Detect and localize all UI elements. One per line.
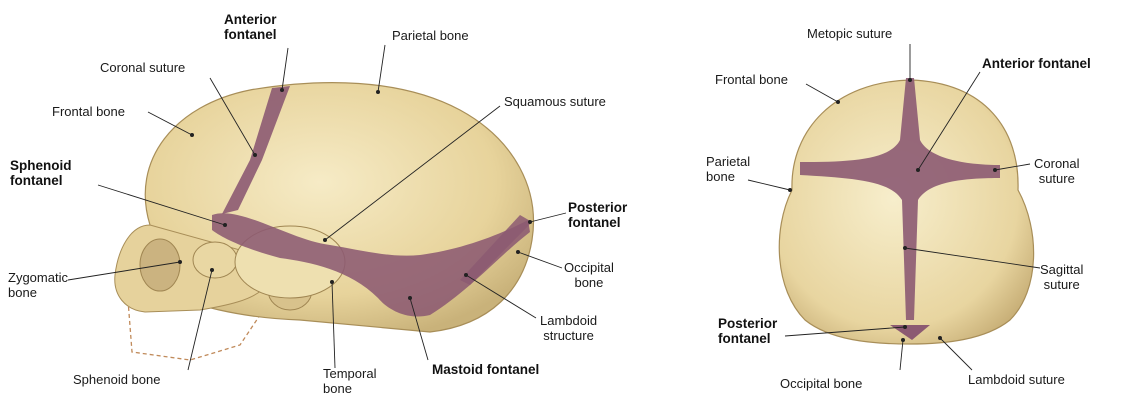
label-lambdoid-suture: Lambdoid suture [968, 372, 1065, 387]
label-sphenoid-fontanel: Sphenoid fontanel [10, 158, 72, 188]
label-parietal-bone-top: Parietal bone [706, 154, 750, 184]
label-squamous-suture: Squamous suture [504, 94, 606, 109]
label-anterior-fontanel-side: Anterior fontanel [224, 12, 277, 42]
label-anterior-fontanel-top: Anterior fontanel [982, 56, 1091, 71]
label-sagittal-suture: Sagittal suture [1040, 262, 1083, 292]
label-coronal-suture-side: Coronal suture [100, 60, 185, 75]
label-coronal-suture-top: Coronal suture [1034, 156, 1080, 186]
side-skull [115, 83, 534, 360]
label-lambdoid-structure: Lambdoid structure [540, 313, 597, 343]
label-posterior-fontanel-side: Posterior fontanel [568, 200, 627, 230]
label-sphenoid-bone: Sphenoid bone [73, 372, 160, 387]
leader-posterior-fontanel-side [530, 213, 566, 222]
label-occipital-bone-side: Occipital bone [564, 260, 614, 290]
zygomatic-arch [193, 242, 237, 278]
label-temporal-bone: Temporal bone [323, 366, 376, 396]
leader-anterior-fontanel-side [282, 48, 288, 90]
label-metopic-suture: Metopic suture [807, 26, 892, 41]
label-zygomatic-bone: Zygomatic bone [8, 270, 68, 300]
label-frontal-bone-side: Frontal bone [52, 104, 125, 119]
label-occipital-bone-top: Occipital bone [780, 376, 862, 391]
leader-lambdoid-suture [940, 338, 972, 370]
leader-frontal-bone-top [806, 84, 838, 102]
leader-parietal-bone-side [378, 45, 385, 92]
top-skull [779, 78, 1033, 344]
leader-parietal-bone-top [748, 180, 790, 190]
label-mastoid-fontanel: Mastoid fontanel [432, 362, 539, 377]
label-posterior-fontanel-top: Posterior fontanel [718, 316, 777, 346]
label-frontal-bone-top: Frontal bone [715, 72, 788, 87]
label-parietal-bone-side: Parietal bone [392, 28, 469, 43]
